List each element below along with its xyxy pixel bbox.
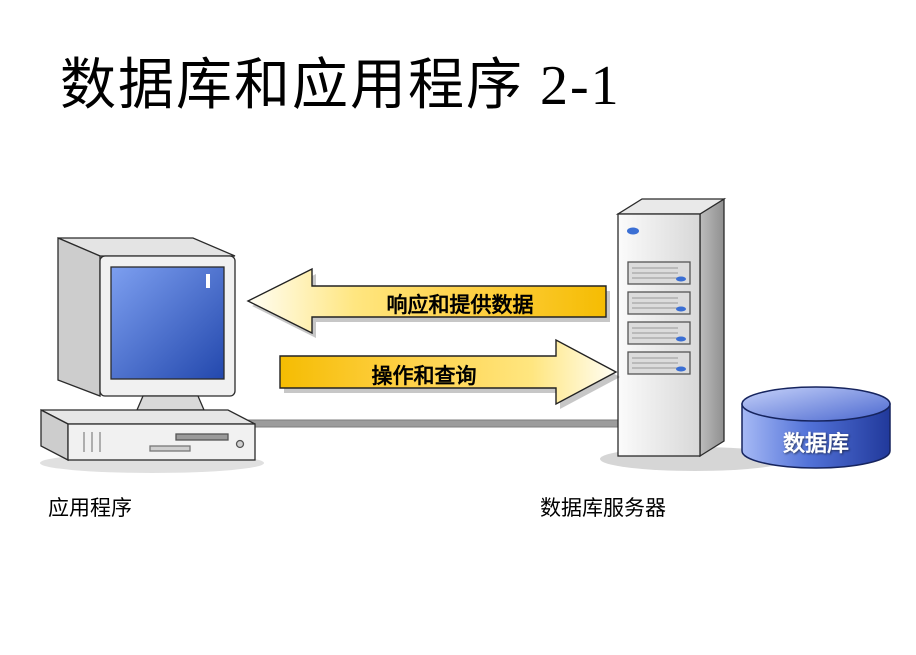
database-label: 数据库	[782, 431, 849, 456]
screen-cursor-mark	[206, 274, 210, 288]
cylinder-body	[741, 403, 891, 469]
server-caption: 数据库服务器	[540, 497, 666, 520]
database-cylinder-icon	[741, 386, 891, 469]
cylinder-top	[741, 386, 891, 422]
arrow-bottom-label: 操作和查询	[371, 365, 477, 388]
floppy-slot	[175, 433, 229, 441]
server-tower-illustration	[615, 197, 727, 458]
network-cable-line	[199, 419, 625, 428]
server-drive-bay	[627, 351, 691, 375]
arrow-right-icon	[279, 338, 620, 409]
arrow-left-body	[246, 267, 607, 335]
case-top-face	[40, 409, 256, 425]
server-drive-bay	[627, 291, 691, 315]
server-drive-bay	[627, 321, 691, 345]
monitor-screen	[110, 266, 225, 380]
case-front-face	[67, 423, 256, 461]
arrow-right-body	[279, 338, 618, 406]
case-drive-slot	[149, 445, 191, 452]
server-drive-bay	[627, 261, 691, 285]
monitor-stand	[136, 395, 205, 411]
server-power-led	[627, 227, 639, 235]
desktop-computer-illustration	[40, 237, 256, 462]
arrow-left-icon	[246, 267, 610, 338]
server-side-face	[699, 197, 725, 458]
case-power-button	[235, 439, 245, 449]
page-title: 数据库和应用程序 2-1	[60, 55, 621, 117]
monitor-side-face	[57, 237, 101, 397]
computer-caption: 应用程序	[48, 497, 132, 520]
arrow-top-label: 响应和提供数据	[386, 294, 534, 317]
